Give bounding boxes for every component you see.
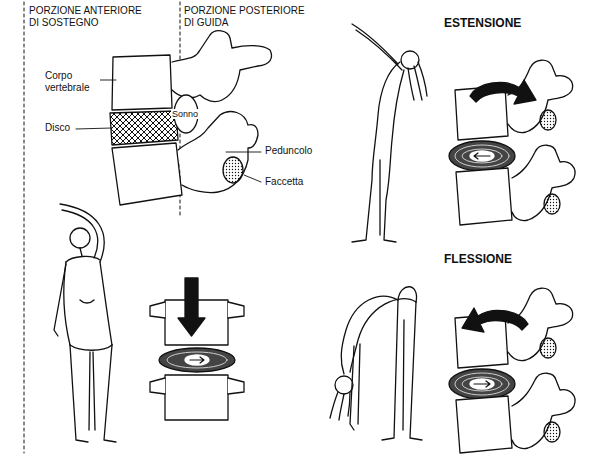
drawing-path (110, 111, 178, 145)
drawing-path (330, 392, 350, 420)
section-heading: PORZIONE ANTERIORE DI SOSTEGNO (28, 5, 148, 28)
drawing-path (70, 345, 88, 442)
drawing-path (70, 345, 112, 350)
movement-title: FLESSIONE (443, 253, 513, 267)
drawing-ellipse (159, 348, 235, 372)
part-label: Corpo vertebrale (44, 70, 100, 93)
drawing-path (408, 62, 427, 100)
drawing-circle (70, 228, 90, 248)
drawing-path (190, 357, 204, 363)
vertebra-frontal (150, 278, 244, 420)
part-label: Faccetta (264, 176, 304, 188)
part-label: Disco (44, 122, 71, 134)
vertebra-flexion (449, 288, 575, 453)
part-label: Peduncolo (264, 145, 313, 157)
drawing-path (350, 344, 360, 430)
drawing-line (226, 152, 261, 153)
drawing-path (80, 248, 82, 256)
drawing-path (165, 375, 228, 420)
drawing-path (398, 287, 417, 302)
drawing-path (100, 262, 112, 345)
drawing-line (100, 80, 116, 81)
drawing-path (62, 210, 98, 258)
drawing-path (470, 80, 536, 104)
drawing-line (24, 2, 25, 453)
drawing-line (244, 175, 261, 182)
drawing-path (112, 55, 172, 110)
drawing-path (178, 278, 205, 336)
drawing-path (89, 352, 95, 430)
drawing-use (449, 60, 575, 225)
drawing-path (64, 262, 70, 345)
leader-line (76, 80, 261, 182)
drawing-path (112, 143, 182, 205)
movement-title: ESTENSIONE (443, 17, 522, 31)
drawing-circle (335, 376, 353, 394)
section-heading: PORZIONE POSTERIORE DI GUIDA (183, 5, 311, 28)
drawing-path (104, 345, 116, 442)
drawing-path (379, 160, 380, 235)
drawing-path (352, 24, 402, 70)
part-label: Sonno (171, 109, 199, 119)
drawing-ellipse (185, 355, 209, 365)
drawing-ellipse (167, 352, 227, 368)
drawing-use (449, 288, 575, 453)
drawing-path (150, 378, 244, 394)
drawing-path (80, 300, 94, 303)
drawing-path (54, 264, 66, 336)
drawing-ellipse (223, 157, 243, 183)
extension-figure (352, 24, 427, 242)
drawing-path (462, 308, 528, 332)
drawing-path (172, 31, 272, 102)
drawing-path (384, 70, 404, 242)
drawing-path (382, 300, 422, 440)
flexion-figure (330, 287, 422, 440)
lateral-bend-figure (54, 204, 116, 442)
drawing-path (341, 296, 398, 374)
drawing-path (352, 62, 400, 242)
drawing-circle (401, 51, 419, 69)
drawing-path (474, 381, 490, 387)
drawing-path (60, 204, 104, 262)
vertebra-lateral-detail (110, 31, 272, 205)
drawing-line (76, 128, 112, 129)
vertebra-extension (449, 60, 575, 225)
drawing-path (474, 153, 490, 159)
